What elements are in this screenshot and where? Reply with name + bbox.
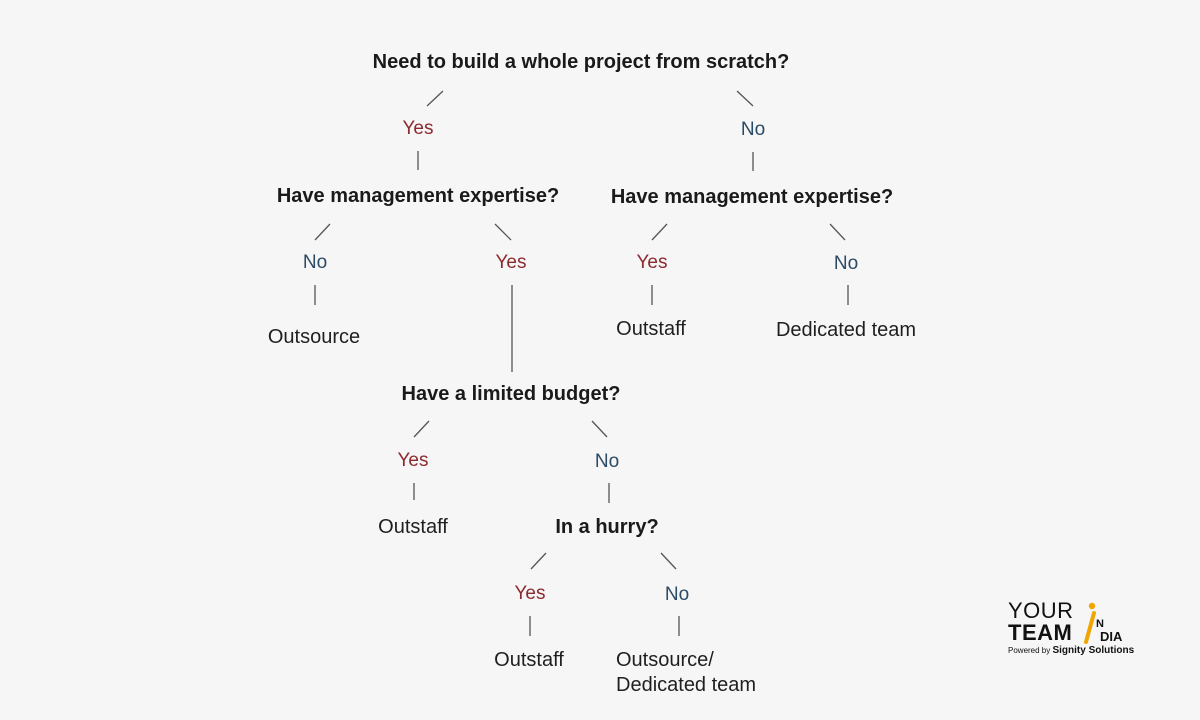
leaf-outsource-dedicated-line1: Outsource/ xyxy=(616,649,714,671)
leaf-outsource-dedicated: Outsource/ Dedicated team xyxy=(616,648,756,698)
logo-company-name: Signity Solutions xyxy=(1052,645,1135,656)
leaf-outstaff-hurry: Outstaff xyxy=(494,649,564,671)
logo-powered-by-label: Powered by xyxy=(1008,646,1051,655)
root-question: Need to build a whole project from scrat… xyxy=(372,51,790,73)
your-team-in-india-logo: YOUR TEAM N DIA Powered by Signity Solut… xyxy=(1006,598,1136,660)
answer-yes-mgmt-left: Yes xyxy=(495,252,527,273)
answer-yes-root: Yes xyxy=(402,118,434,139)
answer-yes-hurry: Yes xyxy=(514,583,546,604)
logo-your-text: YOUR xyxy=(1008,598,1074,623)
logo-powered-by: Powered by Signity Solutions xyxy=(1008,645,1134,656)
answer-no-budget: No xyxy=(594,451,620,472)
question-in-a-hurry: In a hurry? xyxy=(555,516,659,538)
leaf-outsource: Outsource xyxy=(267,326,361,348)
edge-budget-no xyxy=(591,420,608,438)
edge-budget-yes xyxy=(413,420,430,438)
question-limited-budget: Have a limited budget? xyxy=(401,383,621,405)
edge-ml-yes xyxy=(494,223,512,241)
edge-hurry-yes xyxy=(530,552,547,570)
logo-i-mark-icon xyxy=(1084,602,1096,644)
question-management-left: Have management expertise? xyxy=(276,185,560,207)
edge-ml-no xyxy=(314,223,331,241)
edge-hurry-no xyxy=(660,552,677,570)
edge-mr-yes xyxy=(651,223,668,241)
answer-no-root: No xyxy=(740,119,766,140)
answer-no-mgmt-left: No xyxy=(302,252,328,273)
answer-no-mgmt-right: No xyxy=(833,253,859,274)
question-management-right: Have management expertise? xyxy=(610,186,894,208)
leaf-outstaff-mgmt: Outstaff xyxy=(616,318,686,340)
edge-root-yes xyxy=(426,90,444,107)
answer-no-hurry: No xyxy=(664,584,690,605)
leaf-dedicated-team: Dedicated team xyxy=(775,319,917,341)
edge-root-no xyxy=(736,90,754,107)
logo-n-text: N xyxy=(1096,618,1104,630)
answer-yes-mgmt-right: Yes xyxy=(636,252,668,273)
leaf-outsource-dedicated-line2: Dedicated team xyxy=(616,674,757,696)
logo-team-text: TEAM xyxy=(1008,620,1073,645)
leaf-outstaff-budget: Outstaff xyxy=(378,516,448,538)
logo-india-text: DIA xyxy=(1100,629,1123,644)
edge-mr-no xyxy=(829,223,846,241)
answer-yes-budget: Yes xyxy=(397,450,429,471)
